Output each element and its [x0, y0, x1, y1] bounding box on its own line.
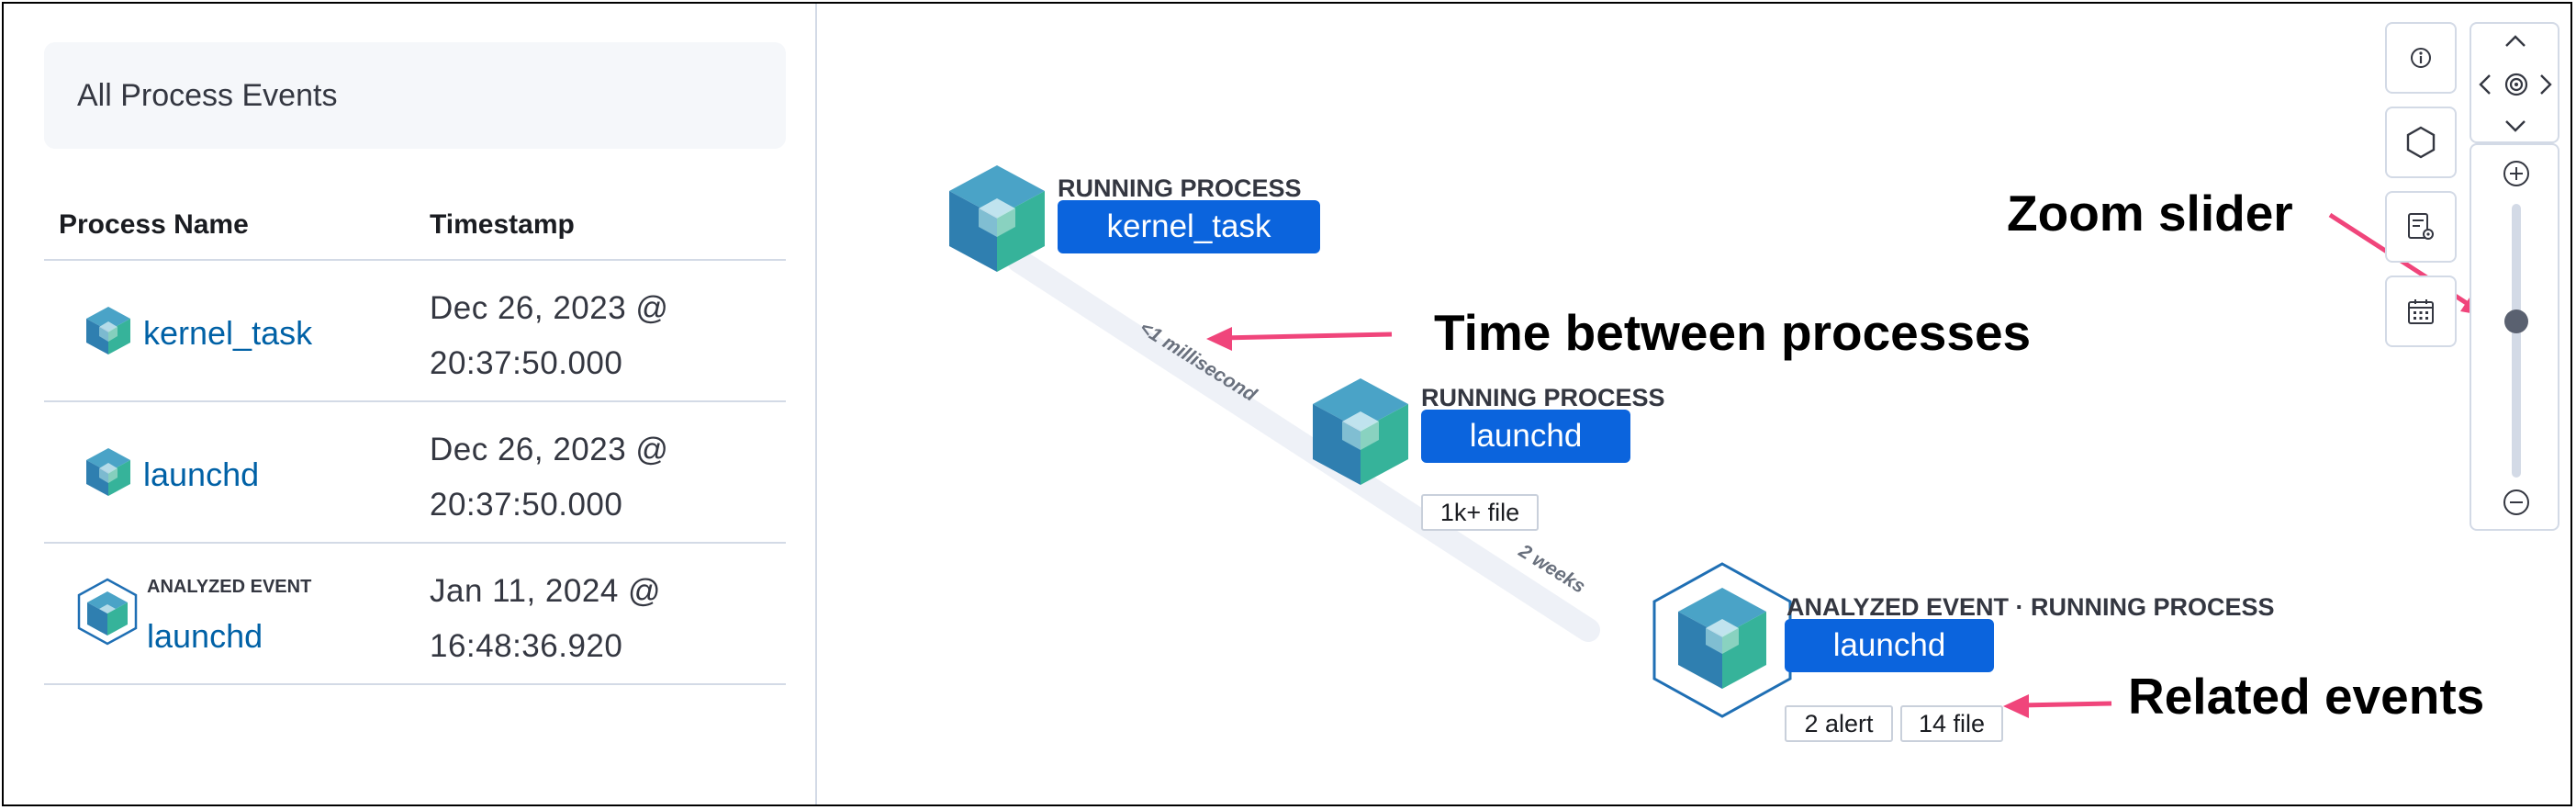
timestamp-cell: Jan 11, 2024 @ 16:48:36.920	[430, 564, 661, 674]
node-button-launchd[interactable]: launchd	[1421, 410, 1630, 463]
pan-left-icon[interactable]	[2477, 72, 2493, 97]
timestamp-date: Dec 26, 2023 @	[430, 290, 669, 326]
process-events-panel: All Process Events Process Name Timestam…	[4, 4, 817, 804]
annotation-time-between-processes: Time between processes	[1434, 304, 2032, 361]
zoom-control	[2470, 143, 2559, 531]
annotation-zoom-slider: Zoom slider	[2007, 185, 2293, 242]
pan-up-icon[interactable]	[2503, 33, 2528, 50]
zoom-in-icon[interactable]	[2501, 158, 2532, 189]
timestamp-cell: Dec 26, 2023 @ 20:37:50.000	[430, 422, 668, 533]
hexagon-icon	[2406, 126, 2436, 159]
analyzed-process-hexagon-icon[interactable]	[1649, 560, 1796, 720]
analyzed-process-hexagon-icon	[77, 578, 138, 646]
settings-list-icon	[2408, 213, 2434, 240]
process-link-launchd[interactable]: launchd	[143, 456, 260, 493]
table-row: kernel_task Dec 26, 2023 @ 20:37:50.000	[44, 261, 786, 402]
related-files-pill[interactable]: 14 file	[1900, 705, 2003, 742]
annotation-related-events: Related events	[2128, 668, 2485, 725]
calendar-icon	[2408, 299, 2434, 324]
timestamp-cell: Dec 26, 2023 @ 20:37:50.000	[430, 281, 668, 391]
related-alerts-pill[interactable]: 2 alert	[1785, 705, 1893, 742]
node-button-launchd-analyzed[interactable]: launchd	[1785, 619, 1994, 672]
process-cube-icon	[86, 448, 130, 496]
pan-down-icon[interactable]	[2503, 118, 2528, 134]
panel-title: All Process Events	[44, 42, 786, 149]
timestamp-time: 20:37:50.000	[430, 345, 623, 381]
node-type-label: RUNNING PROCESS	[1421, 384, 1665, 411]
table-header: Process Name Timestamp	[44, 197, 786, 261]
table-row: ANALYZED EVENT launchd Jan 11, 2024 @ 16…	[44, 544, 786, 685]
zoom-slider-track[interactable]	[2512, 204, 2521, 478]
edge-line	[1007, 249, 1600, 642]
center-icon[interactable]	[2503, 71, 2530, 98]
timestamp-time: 16:48:36.920	[430, 628, 623, 664]
node-legend-button[interactable]	[2385, 107, 2457, 178]
pan-control	[2470, 22, 2559, 143]
node-type-label: RUNNING PROCESS	[1058, 174, 1302, 202]
process-events-table: Process Name Timestamp kernel_task Dec 2…	[44, 197, 786, 685]
process-link-launchd-analyzed[interactable]: launchd	[147, 617, 263, 655]
process-graph[interactable]: <1 millisecond 2 weeks RUNNING PROCESS k…	[817, 4, 2570, 804]
zoom-slider-thumb[interactable]	[2504, 309, 2528, 334]
related-events-pill[interactable]: 1k+ file	[1421, 494, 1539, 531]
timestamp-date: Dec 26, 2023 @	[430, 432, 669, 467]
column-header-process-name[interactable]: Process Name	[59, 209, 249, 240]
node-button-kernel-task[interactable]: kernel_task	[1058, 200, 1320, 253]
pan-right-icon[interactable]	[2537, 72, 2554, 97]
settings-button[interactable]	[2385, 191, 2457, 263]
process-cube-icon[interactable]	[946, 162, 1048, 276]
process-cube-icon[interactable]	[1309, 375, 1412, 489]
column-header-timestamp[interactable]: Timestamp	[430, 209, 575, 240]
process-link-kernel-task[interactable]: kernel_task	[143, 314, 313, 352]
process-cube-icon	[86, 307, 130, 354]
timestamp-date: Jan 11, 2024 @	[430, 573, 662, 609]
zoom-out-icon[interactable]	[2501, 487, 2532, 518]
node-type-label: ANALYZED EVENT · RUNNING PROCESS	[1786, 593, 2275, 621]
analyzed-event-badge: ANALYZED EVENT	[147, 577, 312, 597]
timestamp-time: 20:37:50.000	[430, 487, 623, 523]
info-button[interactable]	[2385, 22, 2457, 94]
info-icon	[2411, 48, 2431, 68]
date-picker-button[interactable]	[2385, 276, 2457, 347]
table-row: launchd Dec 26, 2023 @ 20:37:50.000	[44, 402, 786, 544]
